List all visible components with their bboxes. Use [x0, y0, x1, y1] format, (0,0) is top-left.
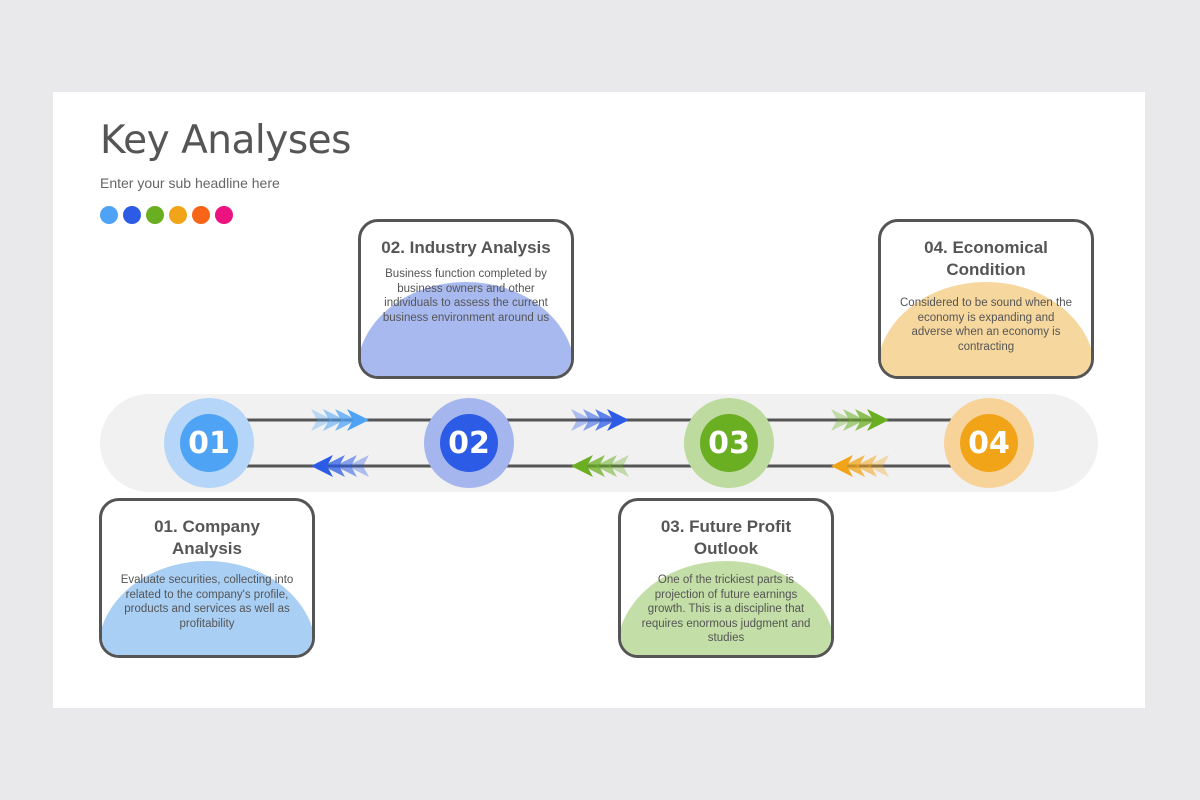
chevron-icon	[595, 409, 617, 431]
color-dot	[146, 206, 164, 224]
chevron-icon	[831, 409, 853, 431]
chevron-icon	[607, 455, 629, 477]
step-02-circle: 02	[424, 398, 514, 488]
chevron-icon	[583, 409, 605, 431]
arrow-left-4-3	[831, 455, 889, 477]
chevron-icon	[831, 455, 853, 477]
step-01-number: 01	[180, 414, 238, 472]
slide: Key Analyses Enter your sub headline her…	[53, 92, 1145, 708]
color-dot	[100, 206, 118, 224]
arrow-right-1-2	[311, 409, 369, 431]
card-industry-analysis: 02. Industry Analysis Business function …	[358, 219, 574, 379]
connector-lines	[217, 409, 980, 477]
arrow-right-2-3	[571, 409, 629, 431]
step-03-circle: 03	[684, 398, 774, 488]
card-body: One of the trickiest parts is projection…	[641, 574, 811, 644]
color-dot	[215, 206, 233, 224]
chevron-icon	[867, 409, 889, 431]
chevron-icon	[347, 455, 369, 477]
chevron-icon	[595, 455, 617, 477]
chevron-icon	[855, 455, 877, 477]
page-subtitle: Enter your sub headline here	[100, 175, 280, 191]
chevron-icon	[855, 409, 877, 431]
card-heading: 01. Company Analysis	[154, 517, 260, 558]
arrow-left-3-2	[571, 455, 629, 477]
card-economical-condition: 04. Economical Condition Considered to b…	[878, 219, 1094, 379]
chevron-icon	[335, 455, 357, 477]
step-02-number: 02	[440, 414, 498, 472]
step-04-number: 04	[960, 414, 1018, 472]
color-dot	[192, 206, 210, 224]
card-company-analysis: 01. Company Analysis Evaluate securities…	[99, 498, 315, 658]
chevron-icon	[843, 455, 865, 477]
chevron-icon	[607, 409, 629, 431]
chevron-icon	[867, 455, 889, 477]
chevron-icon	[583, 455, 605, 477]
color-dot	[123, 206, 141, 224]
arrow-right-3-4	[831, 409, 889, 431]
color-dots	[100, 206, 233, 224]
card-future-profit-outlook: 03. Future Profit Outlook One of the tri…	[618, 498, 834, 658]
step-03-number: 03	[700, 414, 758, 472]
chevron-icon	[347, 409, 369, 431]
chevron-icon	[843, 409, 865, 431]
chevron-icon	[323, 455, 345, 477]
step-01-circle: 01	[164, 398, 254, 488]
step-04-circle: 04	[944, 398, 1034, 488]
chevron-icon	[311, 409, 333, 431]
color-dot	[169, 206, 187, 224]
page-title: Key Analyses	[100, 118, 351, 163]
chevron-icon	[335, 409, 357, 431]
chevron-icon	[571, 409, 593, 431]
timeline-track	[100, 394, 1098, 492]
card-heading: 02. Industry Analysis	[381, 238, 551, 257]
card-body: Evaluate securities, collecting into rel…	[120, 574, 294, 630]
arrow-left-2-1	[311, 455, 369, 477]
chevron-icon	[323, 409, 345, 431]
card-heading: 04. Economical Condition	[924, 238, 1048, 279]
chevron-icon	[571, 455, 593, 477]
card-body: Business function completed by business …	[382, 268, 550, 324]
chevron-icon	[311, 455, 333, 477]
card-heading: 03. Future Profit Outlook	[660, 517, 792, 558]
card-body: Considered to be sound when the economy …	[900, 297, 1072, 353]
